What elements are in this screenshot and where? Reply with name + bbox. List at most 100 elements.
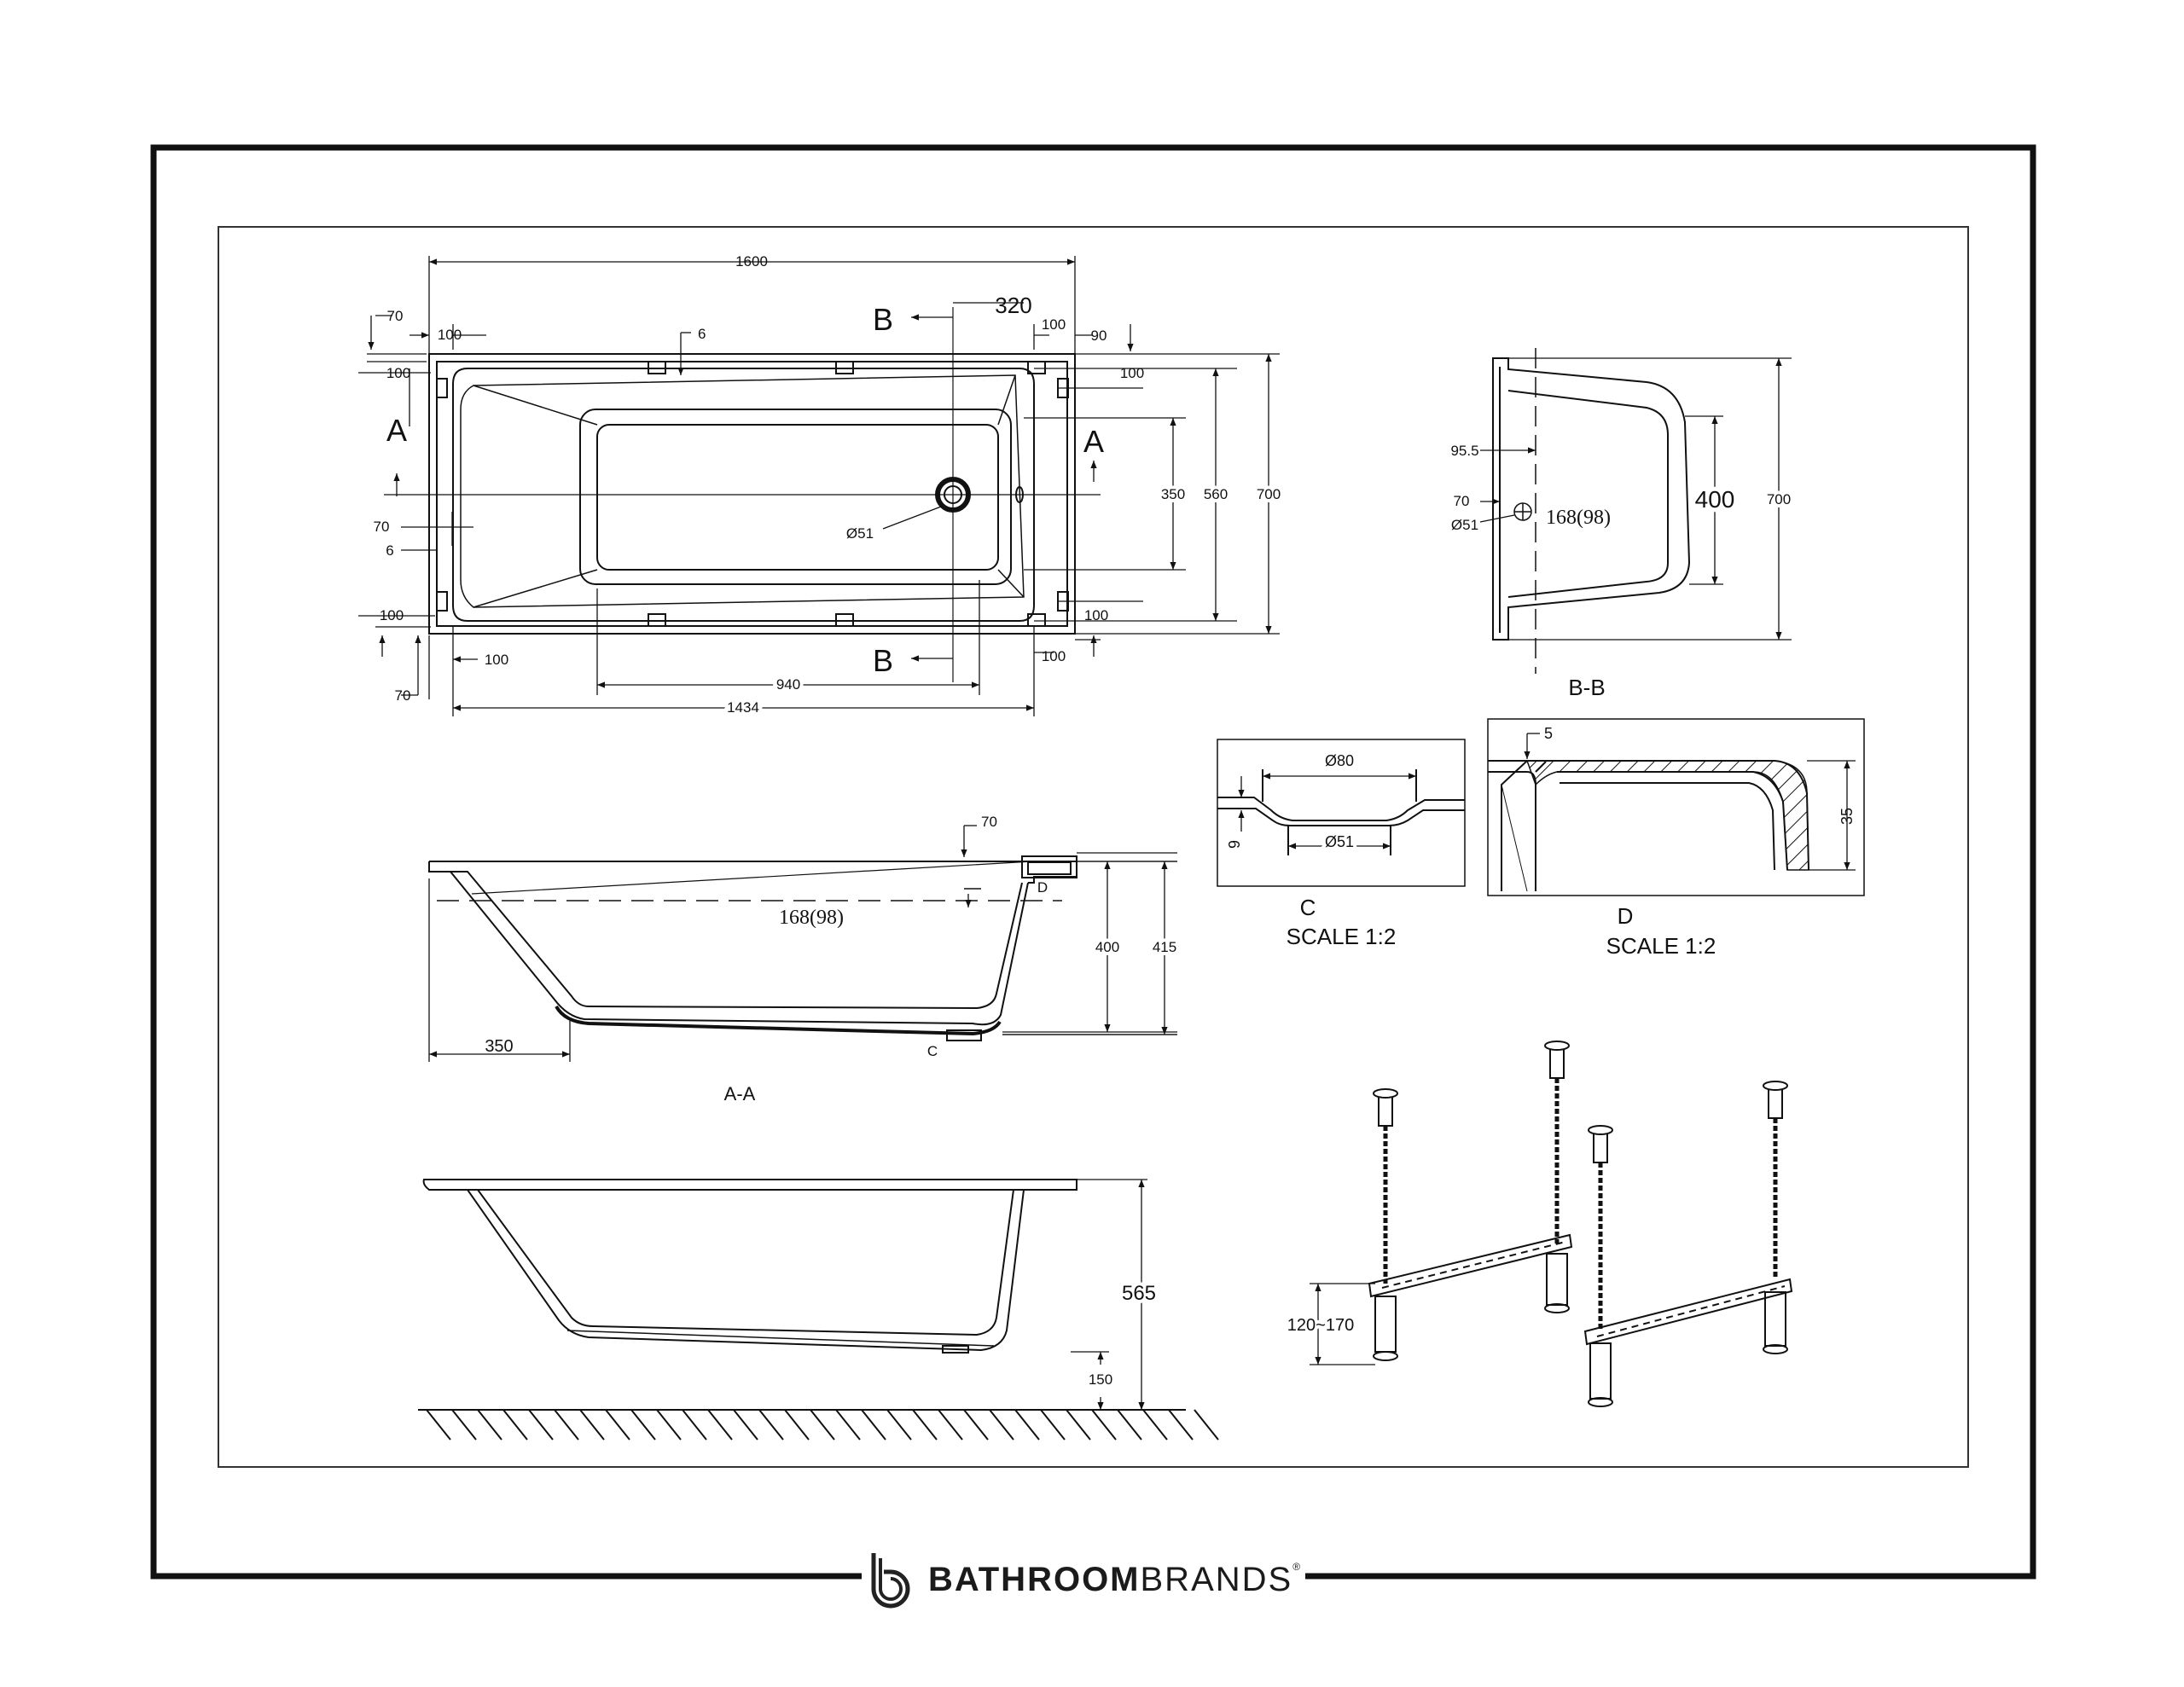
drain-diameter: Ø51 bbox=[846, 525, 874, 542]
ground-hatch-line bbox=[1194, 1409, 1219, 1441]
dim-100-left-top: 100 bbox=[386, 365, 410, 381]
dim-90: 90 bbox=[1091, 328, 1107, 344]
dim-100-left-bottom: 100 bbox=[380, 607, 404, 623]
legs-text: 120~170 bbox=[1284, 1313, 1357, 1338]
ground-hatch-line bbox=[707, 1409, 733, 1441]
dim-1600: 1600 bbox=[735, 253, 768, 270]
bb-dim-700: 700 bbox=[1767, 491, 1791, 507]
bb-dim-51: Ø51 bbox=[1451, 517, 1478, 533]
brand-wordmark: BATHROOMBRANDS® bbox=[928, 1561, 1302, 1599]
ground-hatch-line bbox=[758, 1409, 784, 1441]
inner-border bbox=[218, 226, 1969, 1468]
plan-dimensions bbox=[358, 256, 1280, 716]
ground-hatch-line bbox=[835, 1409, 861, 1441]
side-dim-150: 150 bbox=[1089, 1371, 1112, 1388]
ground-hatch-line bbox=[912, 1409, 938, 1441]
legs-assembly bbox=[1310, 1041, 1793, 1407]
ground-hatch-line bbox=[605, 1409, 630, 1441]
leg-front-right bbox=[1588, 1125, 1613, 1407]
section-aa-text: 70 168(98) 400 415 350 C D A-A bbox=[485, 814, 1180, 1104]
brand-registered: ® bbox=[1292, 1560, 1303, 1573]
ground-hatch-line bbox=[528, 1409, 554, 1441]
d-dim-5: 5 bbox=[1544, 725, 1553, 742]
plan-dim-text: 1600 320 70 100 6 100 90 100 100 350 560… bbox=[374, 253, 1285, 719]
c-dim-51: Ø51 bbox=[1325, 833, 1354, 850]
ground-hatch-line bbox=[1142, 1409, 1168, 1441]
section-aa-view bbox=[428, 825, 1177, 1062]
ground-hatch-line bbox=[733, 1409, 758, 1441]
legs-dim-120-170: 120~170 bbox=[1287, 1316, 1354, 1335]
d-letter: D bbox=[1618, 903, 1634, 929]
dim-70-top: 70 bbox=[387, 308, 404, 324]
ground-hatch-line bbox=[963, 1409, 989, 1441]
dim-100-br: 100 bbox=[1042, 648, 1066, 664]
ground-hatch-line bbox=[656, 1409, 682, 1441]
side-elevation bbox=[418, 1179, 1186, 1411]
crossbar-right bbox=[1583, 1278, 1793, 1346]
ground-hatch-line bbox=[784, 1409, 810, 1441]
section-bb-text: 95.5 70 Ø51 168(98) 400 700 B-B bbox=[1450, 443, 1794, 700]
ground-hatch-line bbox=[1066, 1409, 1091, 1441]
aa-dim-415: 415 bbox=[1153, 939, 1176, 955]
ground-hatch-line bbox=[938, 1409, 963, 1441]
aa-dim-350: 350 bbox=[485, 1037, 513, 1056]
d-dim-35: 35 bbox=[1838, 808, 1856, 825]
aa-dim-70: 70 bbox=[981, 814, 997, 830]
marker-d: D bbox=[1037, 879, 1048, 896]
aa-dim-400: 400 bbox=[1095, 939, 1119, 955]
plan-view bbox=[384, 307, 1101, 682]
bb-dim-70: 70 bbox=[1454, 493, 1470, 509]
ground-hatch-line bbox=[477, 1409, 502, 1441]
ground-hatch-line bbox=[426, 1409, 451, 1441]
ground-hatching bbox=[426, 1409, 1219, 1441]
dim-940: 940 bbox=[776, 676, 800, 693]
aa-dim-168: 168(98) bbox=[779, 907, 844, 929]
ground-hatch-line bbox=[886, 1409, 912, 1441]
side-dim-565: 565 bbox=[1122, 1282, 1156, 1305]
ground-hatch-line bbox=[1040, 1409, 1066, 1441]
dim-350: 350 bbox=[1161, 486, 1185, 502]
bb-dim-95-5: 95.5 bbox=[1450, 443, 1478, 459]
section-a-right: A bbox=[1083, 424, 1104, 459]
bb-dim-168: 168(98) bbox=[1546, 507, 1611, 529]
dim-1434: 1434 bbox=[727, 699, 759, 716]
bb-dim-400: 400 bbox=[1695, 486, 1735, 513]
ground-hatch-line bbox=[579, 1409, 605, 1441]
section-a-left: A bbox=[386, 413, 407, 448]
leg-front-left bbox=[1373, 1088, 1398, 1361]
ground-hatch-line bbox=[861, 1409, 886, 1441]
bathroom-brands-b-icon bbox=[871, 1553, 910, 1609]
ground-hatch-line bbox=[630, 1409, 656, 1441]
leg-back-right bbox=[1763, 1081, 1788, 1354]
ground-hatch-line bbox=[810, 1409, 835, 1441]
c-scale: SCALE 1:2 bbox=[1287, 924, 1397, 949]
dim-6-left: 6 bbox=[386, 542, 393, 559]
dim-700: 700 bbox=[1257, 486, 1281, 502]
d-scale: SCALE 1:2 bbox=[1606, 933, 1716, 959]
brand-name-light: BRANDS bbox=[1140, 1560, 1293, 1598]
ground-hatch-line bbox=[1117, 1409, 1142, 1441]
c-dim-80: Ø80 bbox=[1325, 752, 1354, 769]
ground-hatch-line bbox=[989, 1409, 1014, 1441]
dim-100-bl: 100 bbox=[485, 652, 508, 668]
bb-title: B-B bbox=[1568, 675, 1605, 700]
c-letter: C bbox=[1300, 895, 1316, 920]
dim-70-bl: 70 bbox=[395, 687, 411, 704]
detail-c bbox=[1217, 739, 1466, 887]
brand-logo: BATHROOMBRANDS® bbox=[862, 1545, 1305, 1614]
section-b-bottom: B bbox=[873, 643, 893, 678]
section-bb-view bbox=[1479, 348, 1792, 674]
detail-d bbox=[1487, 718, 1865, 896]
section-b-top: B bbox=[873, 302, 893, 337]
leg-back-left bbox=[1544, 1041, 1570, 1313]
brand-name-bold: BATHROOM bbox=[927, 1560, 1141, 1598]
marker-c: C bbox=[927, 1043, 938, 1059]
ground-hatch-line bbox=[1091, 1409, 1117, 1441]
side-elevation-text: 565 150 bbox=[1089, 1278, 1159, 1388]
detail-d-text: 5 35 D SCALE 1:2 bbox=[1544, 725, 1856, 959]
dim-100-tl: 100 bbox=[438, 327, 462, 343]
detail-c-text: Ø80 Ø51 9 C SCALE 1:2 bbox=[1226, 752, 1396, 949]
ground-hatch-line bbox=[1168, 1409, 1194, 1441]
ground-hatch-line bbox=[554, 1409, 579, 1441]
